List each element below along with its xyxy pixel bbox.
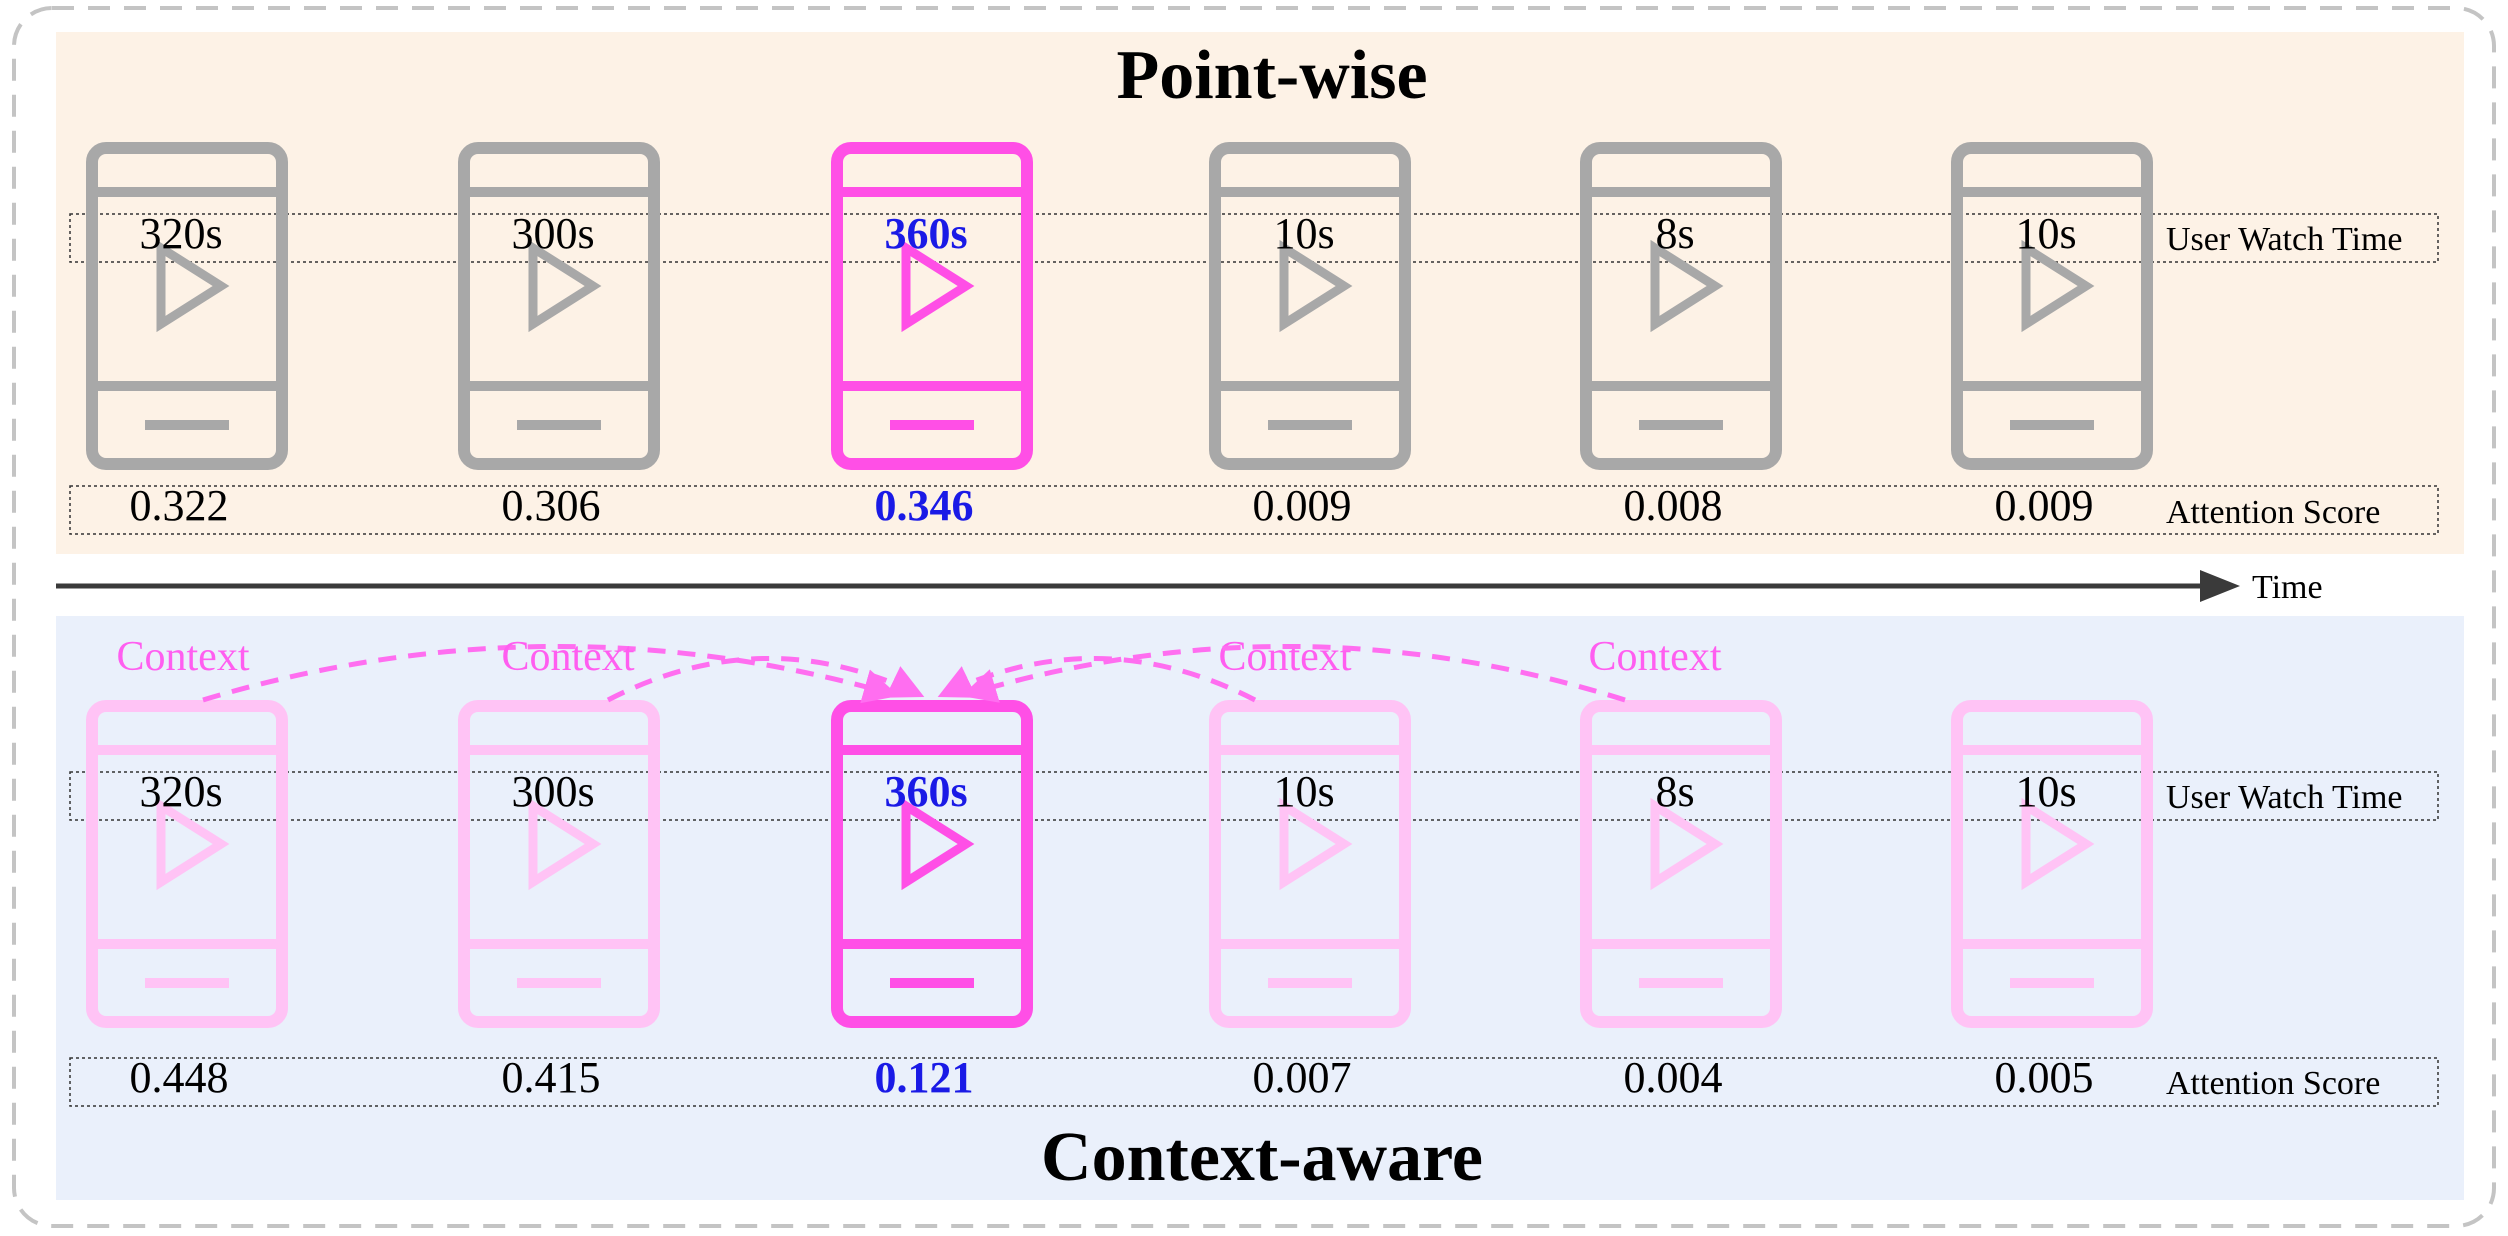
watch-time-value: 8s	[1655, 209, 1694, 258]
arrow-right-icon	[2200, 570, 2240, 602]
context-label: Context	[1589, 634, 1722, 680]
watch-time-value: 10s	[2015, 767, 2076, 816]
context-label: Context	[502, 634, 635, 680]
play-icon	[528, 239, 602, 333]
play-icon	[156, 239, 230, 333]
phone-icon	[1951, 142, 2153, 470]
context-arcs: Context Context Context Context	[117, 634, 1722, 704]
phone-icon	[1209, 700, 1411, 1028]
context-aware-panel	[56, 616, 2464, 1200]
attention-score-value: 0.448	[130, 1053, 229, 1102]
watch-time-value: 300s	[511, 767, 594, 816]
play-icon	[2021, 239, 2095, 333]
play-icon	[528, 797, 602, 891]
watch-time-value: 320s	[139, 209, 222, 258]
attention-score-value: 0.008	[1624, 481, 1723, 530]
context-arc-arrow	[202, 643, 899, 704]
phone-icon	[831, 700, 1033, 1028]
bottom-score-row-label: Attention Score	[2166, 1065, 2380, 1102]
phone-icon	[458, 700, 660, 1028]
attention-score-value: 0.322	[130, 481, 229, 530]
bottom-watch-row-box	[69, 771, 2439, 821]
context-aware-title: Context-aware	[1041, 1119, 1483, 1196]
phone-icon	[1951, 700, 2153, 1028]
watch-time-value: 8s	[1655, 767, 1694, 816]
top-watch-row-box	[69, 213, 2439, 263]
watch-time-value: 300s	[511, 209, 594, 258]
play-icon	[2021, 797, 2095, 891]
context-aware-phones	[86, 700, 2153, 1028]
context-arc-arrow	[606, 655, 925, 703]
watch-time-value: 320s	[139, 767, 222, 816]
bottom-watch-row-label: User Watch Time	[2166, 779, 2403, 816]
context-aware-values: 320s 0.448 300s 0.415 360s 0.121 10s 0.007 8s 0.0…	[130, 767, 2094, 1102]
attention-score-value: 0.005	[1995, 1053, 2094, 1102]
phone-icon	[1580, 700, 1782, 1028]
attention-score-value: 0.009	[1253, 481, 1352, 530]
attention-score-value: 0.121	[875, 1053, 974, 1102]
attention-score-value: 0.007	[1253, 1053, 1352, 1102]
watch-time-value: 360s	[884, 767, 967, 816]
play-icon	[901, 797, 975, 891]
attention-score-value: 0.009	[1995, 481, 2094, 530]
watch-time-value: 10s	[1273, 767, 1334, 816]
context-label: Context	[1219, 634, 1352, 680]
play-icon	[156, 797, 230, 891]
top-score-row-label: Attention Score	[2166, 494, 2380, 531]
phone-icon	[458, 142, 660, 470]
play-icon	[1279, 239, 1353, 333]
phone-icon	[831, 142, 1033, 470]
phone-icon	[86, 700, 288, 1028]
context-arc-arrow	[961, 643, 1626, 703]
watch-time-value: 10s	[2015, 209, 2076, 258]
attention-score-value: 0.004	[1624, 1053, 1723, 1102]
top-score-row-box	[69, 485, 2439, 535]
point-wise-values: 320s 0.322 300s 0.306 360s 0.346 10s 0.009 8s 0.0…	[130, 209, 2094, 530]
context-label: Context	[117, 634, 250, 680]
play-icon	[901, 239, 975, 333]
attention-score-value: 0.415	[502, 1053, 601, 1102]
point-wise-title: Point-wise	[1116, 37, 1427, 114]
point-wise-phones	[86, 142, 2153, 470]
watch-time-value: 360s	[884, 209, 967, 258]
time-axis-label: Time	[2252, 569, 2323, 606]
play-icon	[1650, 797, 1724, 891]
bottom-score-row-box	[69, 1057, 2439, 1107]
watch-time-value: 10s	[1273, 209, 1334, 258]
phone-icon	[1580, 142, 1782, 470]
phone-icon	[86, 142, 288, 470]
top-watch-row-label: User Watch Time	[2166, 221, 2403, 258]
play-icon	[1279, 797, 1353, 891]
outer-border	[12, 6, 2496, 1228]
play-icon	[1650, 239, 1724, 333]
attention-score-value: 0.346	[875, 481, 974, 530]
attention-score-value: 0.306	[502, 481, 601, 530]
phone-icon	[1209, 142, 1411, 470]
